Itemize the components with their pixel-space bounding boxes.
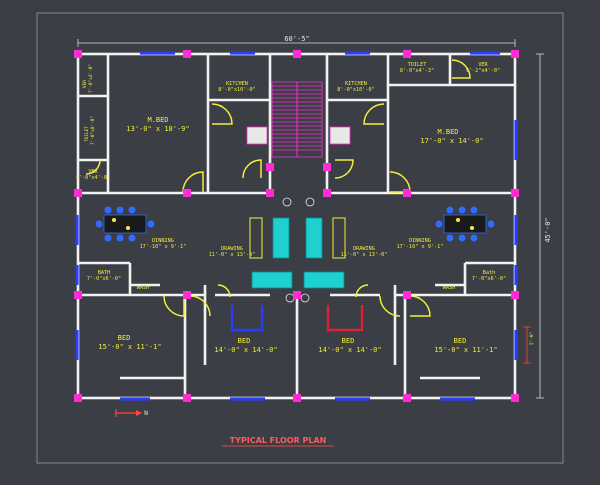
dinning-right-size: 17'-10" x 9'-1" (397, 244, 444, 250)
ver-left-mid-size: 4'-0"x4'-0" (76, 175, 110, 181)
bed-4-name: BED (454, 337, 467, 345)
ver-left-top-size: 7'-0"x4'-0" (88, 64, 94, 93)
kitchen-counter-right (329, 126, 351, 145)
drawing-left-size: 11'-0" x 13'-0" (209, 252, 256, 258)
bath-left-name: BATH (98, 270, 111, 276)
kitchen-left-size: 8'-0"x10'-0" (218, 87, 255, 93)
side-dimension: 5'-0" (523, 326, 535, 364)
toilet-left-name: TOILET (84, 126, 90, 142)
drawing-right-name: DRAWING (353, 246, 375, 252)
m-bed-right-name: M.BED (437, 128, 458, 136)
wash-left-name: WASH (137, 285, 150, 291)
kitchen-left-name: KITCHEN (226, 81, 248, 87)
bed-2-name: BED (238, 337, 251, 345)
sofa-set-left (249, 217, 293, 289)
dinning-right-name: DINNING (409, 238, 431, 244)
toilet-left-size: 7'-0"x8'-0" (90, 116, 96, 145)
ver-top-right-name: VER (478, 62, 488, 68)
bed-3-name: BED (342, 337, 355, 345)
bath-right-size: 7'-0"x6'-0" (472, 276, 506, 282)
north-arrow: N (115, 409, 148, 417)
windows (75, 51, 518, 401)
ver-top-right-size: 9'-2"x4'-0" (466, 68, 500, 74)
bed-4-size: 15'-0" x 11'-1" (434, 346, 497, 354)
bed-frame-blue (230, 305, 264, 332)
dinning-left-size: 17'-10" x 9'-1" (140, 244, 187, 250)
dining-table-right (435, 206, 495, 242)
width-dimension-text: 60'-5" (284, 35, 309, 43)
ver-left-mid-name: VER (88, 169, 98, 175)
room-labels: M.BED 13'-0" x 18'-9" M.BED 17'-0" x 14'… (76, 62, 506, 354)
dinning-left-name: DINNING (152, 238, 174, 244)
m-bed-right-size: 17'-0" x 14'-0" (420, 137, 483, 145)
bath-left-size: 7'-0"x6'-0" (87, 276, 121, 282)
bed-3-size: 14'-0" x 14'-0" (318, 346, 381, 354)
bed-frame-red (326, 305, 364, 332)
sofa-set-right (303, 217, 346, 289)
bed-2-size: 14'-0" x 14'-0" (214, 346, 277, 354)
wash-right-name: WASH (443, 285, 456, 291)
columns (74, 50, 519, 402)
depth-dimension: 45'-0" (536, 53, 552, 399)
kitchen-right-name: KITCHEN (345, 81, 367, 87)
m-bed-left-name: M.BED (147, 116, 168, 124)
bed-1-size: 15'-0" x 11'-1" (98, 343, 161, 351)
drawing-frame (36, 12, 564, 464)
kitchen-right-size: 8'-0"x10'-0" (337, 87, 374, 93)
ver-left-top-name: VER (82, 80, 88, 88)
drawing-left-name: DRAWING (221, 246, 243, 252)
north-arrow-label: N (144, 410, 148, 417)
staircase (271, 81, 323, 158)
drawing-right-size: 11'-0" x 13'-0" (341, 252, 388, 258)
toilet-top-right-name: TOILET (408, 62, 427, 68)
dining-table-left (95, 206, 155, 242)
width-dimension: 60'-5" (77, 35, 516, 47)
kitchen-counter-left (246, 126, 268, 145)
bed-1-name: BED (118, 334, 131, 342)
depth-dimension-text: 45'-0" (544, 217, 552, 242)
toilet-top-right-size: 8'-0"x4'-3" (400, 68, 434, 74)
side-dimension-text: 5'-0" (529, 332, 535, 345)
plan-title: TYPICAL FLOOR PLAN (230, 436, 327, 445)
m-bed-left-size: 13'-0" x 18'-9" (126, 125, 189, 133)
bath-right-name: Bath (483, 270, 496, 276)
